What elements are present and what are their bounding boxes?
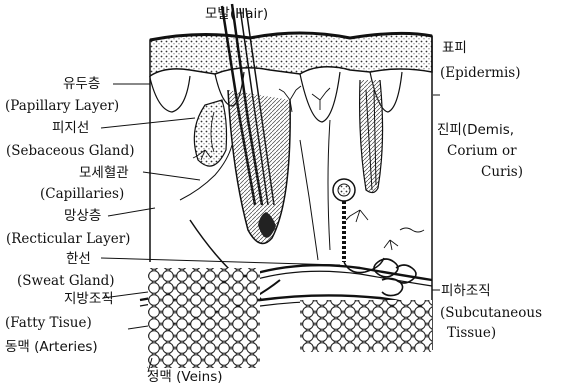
papillary-layer-label-en: (Papillary Layer) [5, 98, 119, 114]
papillary-layer-label-ko: 유두층 [63, 76, 100, 92]
sweat-gland-label-ko: 한선 [66, 251, 91, 267]
veins-label: 정맥 (Veins) [147, 369, 223, 385]
sweat-duct [333, 179, 384, 273]
fatty-tissue-label-ko: 지방조직 [64, 291, 114, 307]
fatty-tissue-label-en: (Fatty Tisue) [5, 315, 92, 331]
recticular-layer-label-en: (Recticular Layer) [6, 231, 130, 247]
subcutaneous-label-ko: 피하조직 [441, 283, 491, 299]
capillaries-label-ko: 모세혈관 [79, 165, 129, 181]
epidermis-layer [150, 33, 432, 76]
dermis-label-line1: 진피(Demis, [437, 122, 514, 138]
hair-label: 모발(Hair) [205, 6, 268, 22]
sweat-gland-label-en: (Sweat Gland) [17, 273, 115, 289]
sebaceous-gland-label-en: (Sebaceous Gland) [6, 143, 135, 159]
recticular-layer-label-ko: 망상층 [64, 208, 101, 224]
epidermis-label-ko: 표피 [442, 40, 467, 56]
arteries-label: 동맥 (Arteries) [5, 339, 98, 355]
sebaceous-gland-label-ko: 피지선 [52, 120, 89, 136]
capillaries-label-en: (Capillaries) [40, 186, 124, 202]
fatty-tissue [148, 268, 432, 368]
hair-follicle [228, 90, 290, 243]
dermis-label-line3: Curis) [481, 164, 523, 180]
subcutaneous-label-en-2: Tissue) [447, 325, 496, 341]
sebaceous-gland [194, 100, 226, 166]
dermis-label-line2: Corium or [447, 143, 517, 159]
epidermis-label-en: (Epidermis) [440, 65, 520, 81]
subcutaneous-label-en-1: (Subcutaneous [440, 305, 542, 321]
right-follicle [360, 80, 383, 193]
